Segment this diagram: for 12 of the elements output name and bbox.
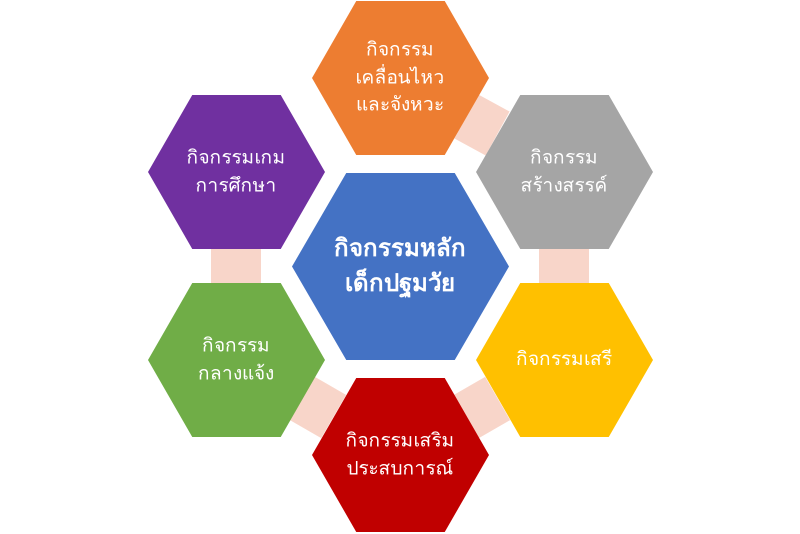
connector-band xyxy=(539,249,589,283)
hexagon-label: กิจกรรมเคลื่อนไหวและจังหวะ xyxy=(354,38,446,118)
connector-band xyxy=(454,94,510,156)
hexagon-label: กิจกรรมกลางแจ้ง xyxy=(197,333,275,386)
connector-band xyxy=(211,249,261,283)
hexagon-label: กิจกรรมเสรี xyxy=(515,347,613,372)
connector-band xyxy=(454,376,510,438)
hexagon-label: กิจกรรมเสริมประสบการณ์ xyxy=(344,428,456,481)
hexagon-label: กิจกรรมหลักเด็กปฐมวัย xyxy=(333,233,467,300)
hexagon-label: กิจกรรมเกมการศึกษา xyxy=(186,145,286,198)
connector-band xyxy=(290,376,346,438)
hexagon-label: กิจกรรมสร้างสรรค์ xyxy=(520,145,608,198)
